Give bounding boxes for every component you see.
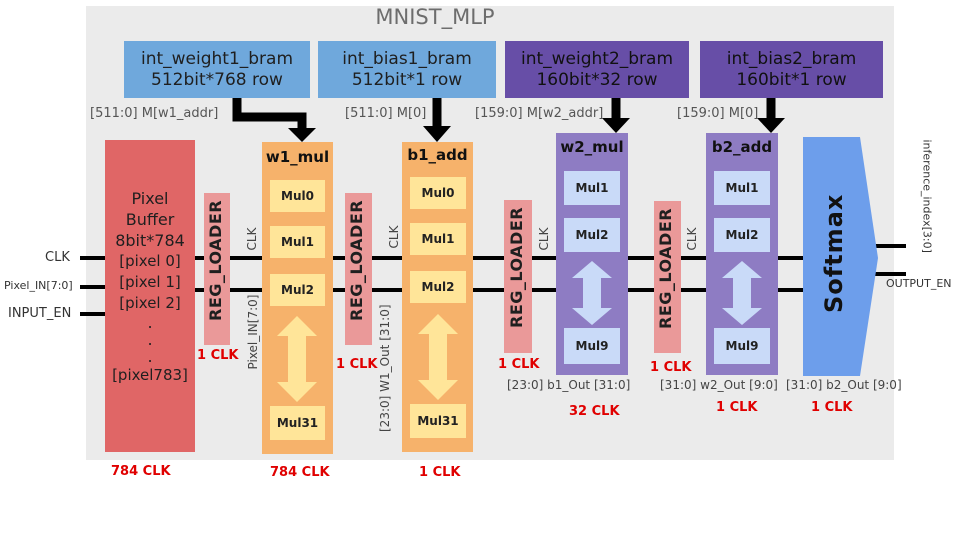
w1-mul-expand-arrow-icon [277,316,317,402]
pixel-buffer-line: Pixel [131,189,169,208]
addr-label-b1: [511:0] M[0] [345,106,427,121]
w2-mul-cell: Mul9 [564,328,620,364]
b1-add-cell: Mul0 [410,177,466,209]
reg-loader-2-clk: 1 CLK [336,357,378,372]
w2-bram-arrow-head [602,118,630,133]
pixel-buffer-line: Buffer [125,210,175,229]
reg-loader-3: REG_LOADER [504,200,532,353]
b2-add-cell: Mul2 [714,218,770,252]
b1-add-clk: 1 CLK [419,465,461,480]
pixel-buffer-line: 8bit*784 [115,231,185,250]
w2-mul-expand-arrow-icon [572,261,612,325]
w1-mul-cell: Mul1 [270,226,325,258]
bram-weight2-name: int_weight2_bram [520,48,674,69]
b1-add-expand-arrow-icon [418,314,458,400]
reg-loader-4: REG_LOADER [654,201,681,353]
reg-loader-2-out-label: [23:0] W1_Out [31:0] [378,304,392,432]
reg-loader-3-label: REG_LOADER [507,206,526,328]
addr-label-w1: [511:0] M[w1_addr] [90,106,219,121]
b2-add-clk: 1 CLK [716,400,758,415]
reg-loader-1-out-label: Pixel_IN[7:0] [246,294,260,370]
pixel-buffer: Pixel Buffer 8bit*784 [pixel 0] [pixel 1… [105,140,195,452]
bram-bias2-name: int_bias2_bram [726,48,857,69]
input-en-label: INPUT_EN [8,306,72,321]
b1-add-cell: Mul2 [410,271,466,303]
softmax-clk: 1 CLK [811,400,853,415]
w1-mul-cell: Mul2 [270,274,325,306]
reg-loader-3-clk: 1 CLK [498,357,540,372]
pixel-buffer-clk: 784 CLK [111,464,171,479]
pixel-buffer-line: [pixel783] [112,366,188,384]
w2-mul-cell: Mul1 [564,171,620,205]
w1-bram-arrow-line [232,98,307,130]
pixel-buffer-line: . [147,313,153,332]
b2-add-module: b2_add Mul1 Mul2 Mul9 [706,133,778,375]
bram-bias1-name: int_bias1_bram [342,48,472,69]
w1-mul-clk: 784 CLK [270,465,330,480]
diagram-title: MNIST_MLP [375,5,495,29]
bram-bias2-size: 160bit*1 row [736,69,847,90]
pixel-buffer-line: . [147,347,153,366]
w1-bram-arrow-head [288,128,316,142]
b1-add-module: b1_add Mul0 Mul1 Mul2 Mul31 [402,142,473,452]
bram-weight1-name: int_weight1_bram [140,48,294,69]
b2-add-cell: Mul1 [714,171,770,205]
reg-loader-2-label: REG_LOADER [347,199,366,321]
bram-weight2: int_weight2_bram 160bit*32 row [505,41,689,98]
inference-index-label: inference_index[3:0] [920,139,934,253]
b1-add-cell: Mul1 [410,223,466,255]
addr-label-w2: [159:0] M[w2_addr] [475,106,604,121]
b1-add-cell: Mul31 [410,404,466,438]
pixel-buffer-line: [pixel 0] [119,252,181,270]
reg-loader-1-clk-label: CLK [245,227,259,251]
reg-loader-3-out-label: [23:0] b1_Out [31:0] [507,378,631,392]
pixel-buffer-line: . [147,330,153,349]
w1-mul-module: w1_mul Mul0 Mul1 Mul2 Mul31 [262,142,333,454]
w2-mul-module: w2_mul Mul1 Mul2 Mul9 [556,133,628,375]
output-en-label: OUTPUT_EN [886,277,952,290]
bram-weight1-size: 512bit*768 row [151,69,283,90]
clk-input-label: CLK [45,250,70,265]
softmax-block-shape [803,137,878,376]
reg-loader-4-label: REG_LOADER [656,207,675,329]
bram-bias1: int_bias1_bram 512bit*1 row [318,41,496,98]
addr-label-b2: [159:0] M[0] [677,106,759,121]
softmax-label: Softmax [820,193,848,313]
reg-loader-1-label: REG_LOADER [206,199,225,321]
softmax-in-label: [31:0] b2_Out [9:0] [786,378,902,392]
reg-loader-1-clk: 1 CLK [197,348,239,363]
b2-add-title: b2_add [711,138,773,156]
bram-bias2: int_bias2_bram 160bit*1 row [700,41,883,98]
reg-loader-2-clk-label: CLK [387,225,401,249]
b1-add-title: b1_add [407,146,468,164]
pixel-buffer-line: [pixel 2] [119,294,181,312]
reg-loader-4-clk-label: CLK [685,227,699,251]
reg-loader-1: REG_LOADER [204,193,230,345]
pixel-in-label: Pixel_IN[7:0] [4,279,73,292]
b2-bram-arrow-head [757,118,785,133]
w2-mul-clk: 32 CLK [569,404,620,419]
b2-add-expand-arrow-icon [722,261,762,325]
pixel-buffer-line: [pixel 1] [119,273,181,291]
bram-weight2-size: 160bit*32 row [536,69,658,90]
reg-loader-4-clk: 1 CLK [650,360,692,375]
bram-bias1-size: 512bit*1 row [351,69,463,90]
b2-add-cell: Mul9 [714,328,770,364]
reg-loader-2: REG_LOADER [345,193,372,345]
bram-weight1: int_weight1_bram 512bit*768 row [124,41,310,98]
w1-mul-title: w1_mul [265,148,330,166]
w2-mul-title: w2_mul [560,138,624,156]
b1-bram-arrow-head [423,126,451,142]
reg-loader-3-clk-label: CLK [537,227,551,251]
w1-mul-cell: Mul31 [270,406,325,440]
w1-mul-cell: Mul0 [270,180,325,212]
reg-loader-4-out-label: [31:0] w2_Out [9:0] [660,378,778,392]
w2-mul-cell: Mul2 [564,218,620,252]
